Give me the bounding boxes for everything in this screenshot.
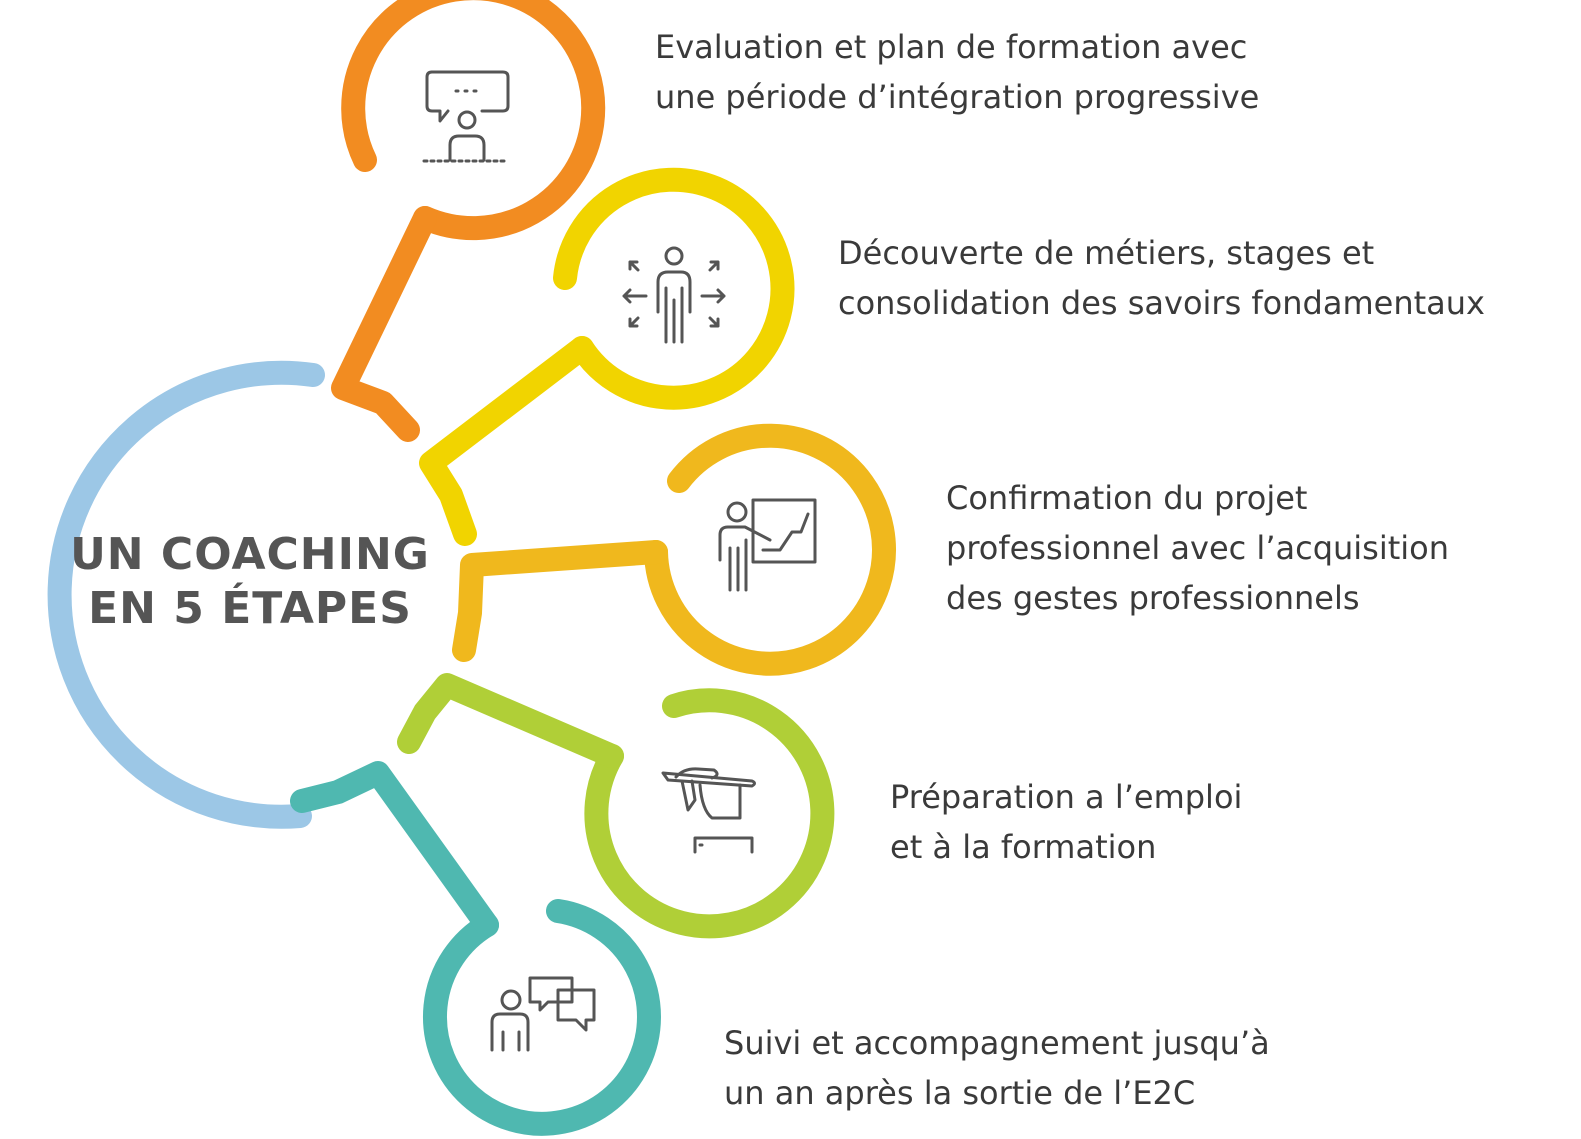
person-arrows-icon (622, 246, 726, 344)
step-1-line-1: Evaluation et plan de formation avec (655, 28, 1248, 66)
step-4-line-1: Préparation a l’emploi (890, 778, 1243, 816)
step-1-line-2: une période d’intégration progressive (655, 78, 1260, 116)
step-4-text: Préparation a l’emploi et à la formation (890, 772, 1242, 872)
step-5-line-2: un an après la sortie de l’E2C (724, 1074, 1196, 1112)
step-3-ring (452, 423, 896, 676)
step-3-line-1: Confirmation du projet (946, 479, 1308, 517)
step-2-text: Découverte de métiers, stages et consoli… (838, 228, 1485, 328)
step-2-line-2: consolidation des savoirs fondamentaux (838, 284, 1485, 322)
step-5-text: Suivi et accompagnement jusqu’à un an ap… (724, 1018, 1270, 1118)
step-1-text: Evaluation et plan de formation avec une… (655, 22, 1259, 122)
step-2-line-1: Découverte de métiers, stages et (838, 234, 1375, 272)
step-3-line-2: professionnel avec l’acquisition (946, 529, 1450, 567)
person-chat-icon (490, 976, 596, 1052)
center-ring (47, 360, 325, 829)
step-4-line-2: et à la formation (890, 828, 1157, 866)
center-title-line-2: EN 5 ÉTAPES (88, 583, 412, 634)
teacher-board-icon (718, 498, 817, 592)
step-3-text: Confirmation du projet professionnel ave… (946, 473, 1449, 623)
step-5-ring (290, 761, 661, 1136)
step-4-ring (397, 673, 835, 939)
hand-pen-icon (661, 767, 756, 854)
step-2-ring (419, 167, 795, 546)
presenter-speech-icon (422, 70, 510, 163)
step-5-line-1: Suivi et accompagnement jusqu’à (724, 1024, 1270, 1062)
center-title-line-1: UN COACHING (70, 529, 430, 580)
step-1-ring (331, 0, 606, 442)
step-3-line-3: des gestes professionnels (946, 579, 1360, 617)
center-title: UN COACHING EN 5 ÉTAPES (40, 528, 460, 636)
